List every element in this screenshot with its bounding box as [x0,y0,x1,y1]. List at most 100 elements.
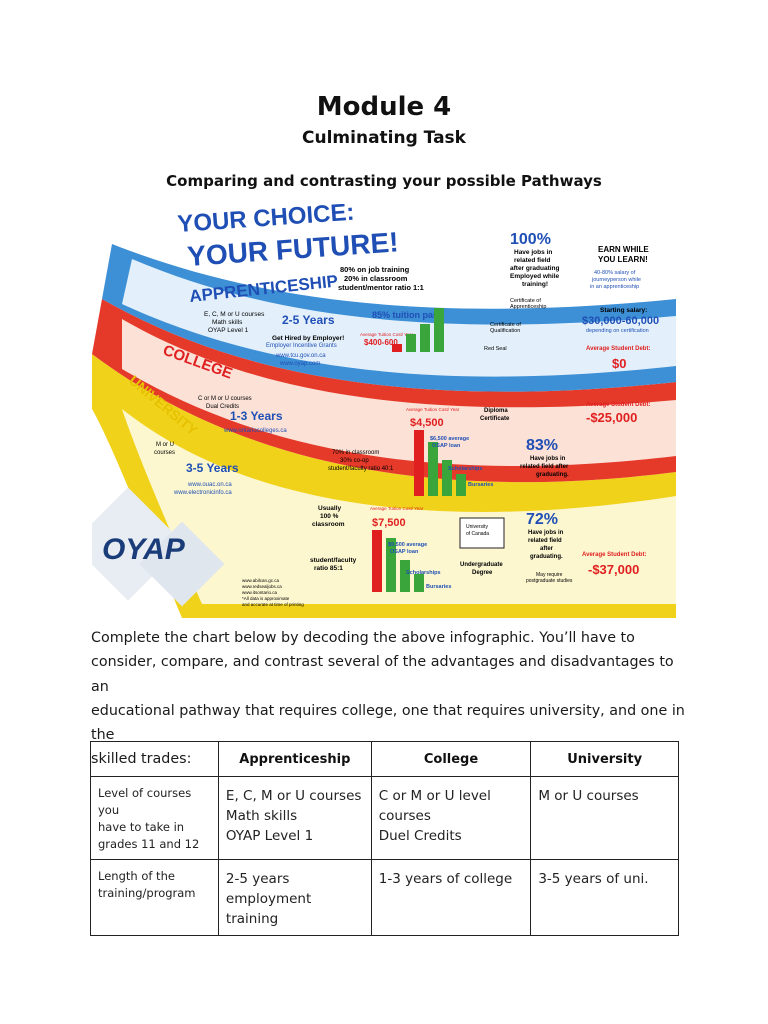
appr-course-2: OYAP Level 1 [208,327,249,334]
cell-line: E, C, M or U courses [225,788,362,804]
coll-training-2: student/faculty ratio 40:1 [328,466,394,472]
uni-years: 3-5 Years [186,461,239,475]
appr-earn-1: YOU LEARN! [598,255,648,264]
intro-line: educational pathway that requires colleg… [91,702,685,744]
appr-salary-sub: depending on certification [586,328,649,334]
header-college: College [370,741,532,777]
appr-hired-0: Get Hired by Employer! [272,335,344,342]
uni-course-0: M or U [156,442,174,448]
coll-jobs-pct: 83% [526,437,558,454]
row-label-line: training/program [98,886,196,900]
coll-bars [414,430,466,496]
footer-note-0: *All data is approximate [242,596,290,601]
row-label-line: Level of courses you [98,786,192,817]
uni-loan-0: $9,500 average [388,542,427,548]
uni-bar-red [372,530,382,592]
appr-cost: $400-600 [364,338,398,347]
uni-link-1: www.electronicinfo.ca [173,490,232,496]
uni-scholarships: Scholarships [406,570,441,576]
section-heading: Comparing and contrasting your possible … [166,172,602,190]
appr-link-0: www.tcu.gov.on.ca [275,353,326,359]
uni-training-1: 100 % [320,513,339,520]
cell-university-length[interactable]: 3-5 years of uni. [530,859,679,936]
apprenticeship-inner [122,259,676,377]
table-header-row: Apprenticeship College University [90,741,679,777]
footer-link-2: www.itsontario.ca [242,590,278,595]
coll-debt-label: Average Student Debt: [586,402,650,408]
appr-earn-sub-0: 40-80% salary of [594,270,636,276]
uni-jobs-pct: 72% [526,511,558,528]
appr-course-0: E, C, M or U courses [204,311,265,318]
appr-training-2: student/mentor ratio 1:1 [338,283,424,292]
appr-training-0: 80% on job training [340,265,410,274]
footer-link-0: www.abilcan.gc.ca [242,578,280,583]
coll-loan-1: OSAP loan [432,443,461,449]
university-inner [122,409,676,604]
college-inner [122,319,676,466]
appr-debt-label: Average Student Debt: [586,346,650,352]
uni-bursaries: Bursaries [426,584,451,590]
cell-college-length[interactable]: 1-3 years of college [370,859,532,936]
coll-loan-0: $6,500 average [430,436,469,442]
appr-jobs-4: training! [522,281,548,288]
pathways-infographic: YOUR CHOICE: YOUR FUTURE! APPRENTICESHIP… [92,204,676,618]
intro-line: consider, compare, and contrast several … [91,654,674,695]
appr-bars [392,308,444,352]
footer-note-1: and accurate at time of printing [242,602,304,607]
coll-cost-label: Average Tuition Cost/ Year [406,407,460,412]
coll-course-1: Dual Credits [206,404,239,410]
uni-link-0: www.ouac.on.ca [187,482,232,488]
uni-degree-0: University [466,524,488,530]
appr-jobs-2: after graduating [510,265,560,272]
coll-cert-1: Certificate [480,416,510,422]
appr-course-1: Math skills [212,319,243,326]
cell-college-courses[interactable]: C or M or U level courses Duel Credits [370,776,532,860]
coll-training-0: 70% in classroom [332,450,379,456]
coll-jobs-0: Have jobs in [530,456,566,462]
uni-ratio-0: student/faculty [310,557,357,564]
coll-bar-2 [442,460,452,496]
coll-debt: -$25,000 [586,410,637,425]
appr-jobs-0: Have jobs in [514,249,552,256]
cell-university-courses[interactable]: M or U courses [530,776,679,860]
cell-line: Math skills [225,808,298,824]
page-title: Module 4 [316,92,452,122]
coll-years: 1-3 Years [230,409,283,423]
uni-course-1: courses [154,450,175,456]
uni-bar-3 [414,574,424,592]
comparison-table: Apprenticeship College University Level … [90,741,679,936]
uni-ratio-1: ratio 85:1 [314,565,343,572]
uni-degree-frame [459,517,505,549]
appr-jobs-3: Employed while [510,273,560,280]
uni-debt: -$37,000 [588,562,639,577]
uni-training-2: classroom [312,521,345,528]
cell-line: 1-3 years of college [378,871,513,887]
appr-jobs-1: related field [514,257,551,264]
appr-cost-label: Average Tuition Cost/ Year [360,332,414,337]
cell-line: 2-5 years [225,871,290,887]
appr-hired-1: Employer Incentive Grants [266,343,337,349]
appr-cert-qual-0: Certificate of [490,322,521,328]
page-subtitle: Culminating Task [302,128,466,148]
uni-debt-label: Average Student Debt: [582,552,646,558]
cell-line: M or U courses [538,788,639,804]
cell-apprenticeship-length[interactable]: 2-5 years employment training [217,859,372,936]
coll-training-1: 30% co-op [340,458,369,464]
row-label-line: Length of the [98,869,175,883]
appr-cert-app-1: Apprenticeship [510,304,546,310]
coll-bursaries: Bursaries [468,482,493,488]
coll-jobs-2: graduating. [536,472,569,478]
uni-bar-2 [400,560,410,592]
coll-scholarships: Scholarships [448,466,483,472]
appr-red-seal: Red Seal [484,346,507,352]
appr-cert-qual-1: Qualification [490,328,520,334]
coll-jobs-1: related field after [520,464,569,470]
coll-cert-0: Diploma [484,408,508,414]
coll-course-0: C or M or U courses [198,396,252,402]
uni-post-0: May require [536,572,563,578]
cell-apprenticeship-courses[interactable]: E, C, M or U courses Math skills OYAP Le… [217,776,372,860]
header-university: University [530,741,679,777]
coll-cost: $4,500 [410,417,444,429]
uni-jobs-3: graduating. [530,554,563,560]
cell-line: Duel Credits [378,828,462,844]
